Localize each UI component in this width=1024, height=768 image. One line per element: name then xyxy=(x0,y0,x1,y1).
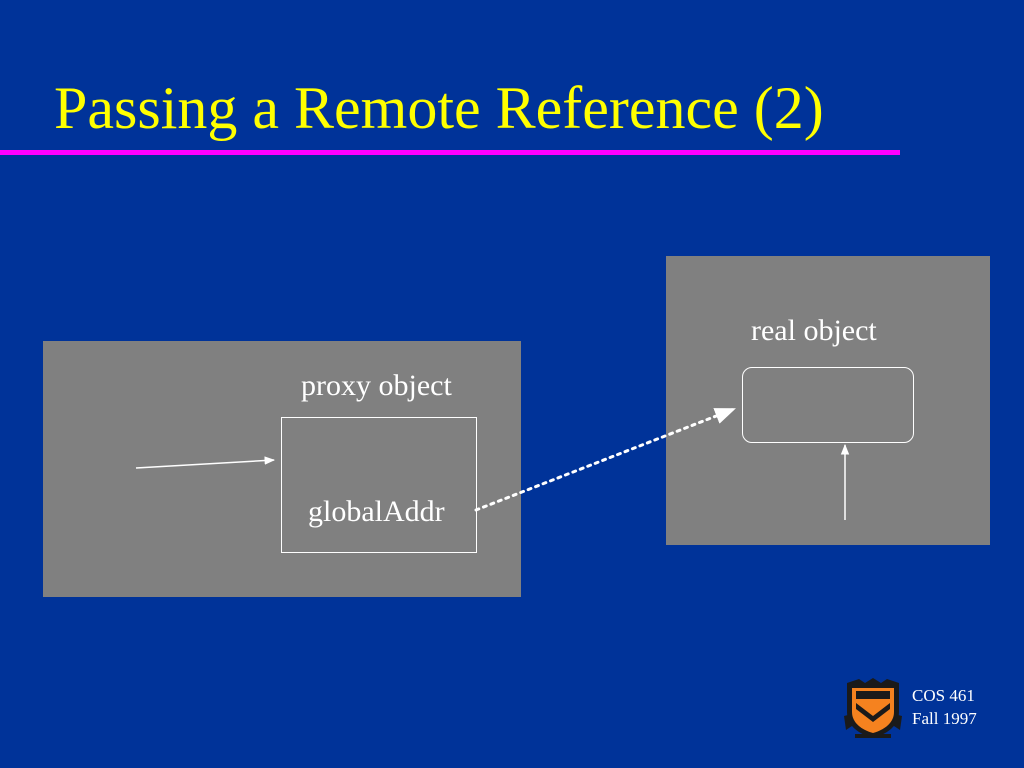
real-object-label: real object xyxy=(751,314,877,347)
princeton-shield-icon xyxy=(844,678,902,738)
course-term: Fall 1997 xyxy=(912,709,977,728)
proxy-object-box xyxy=(281,417,477,553)
real-object-box xyxy=(742,367,914,443)
local-address-space-panel xyxy=(43,341,521,597)
global-addr-label: globalAddr xyxy=(308,495,445,528)
course-code: COS 461 xyxy=(912,686,975,705)
slide-title: Passing a Remote Reference (2) xyxy=(54,75,824,141)
course-footer: COS 461 Fall 1997 xyxy=(912,684,977,730)
proxy-object-label: proxy object xyxy=(301,369,452,402)
title-underline xyxy=(0,150,900,155)
